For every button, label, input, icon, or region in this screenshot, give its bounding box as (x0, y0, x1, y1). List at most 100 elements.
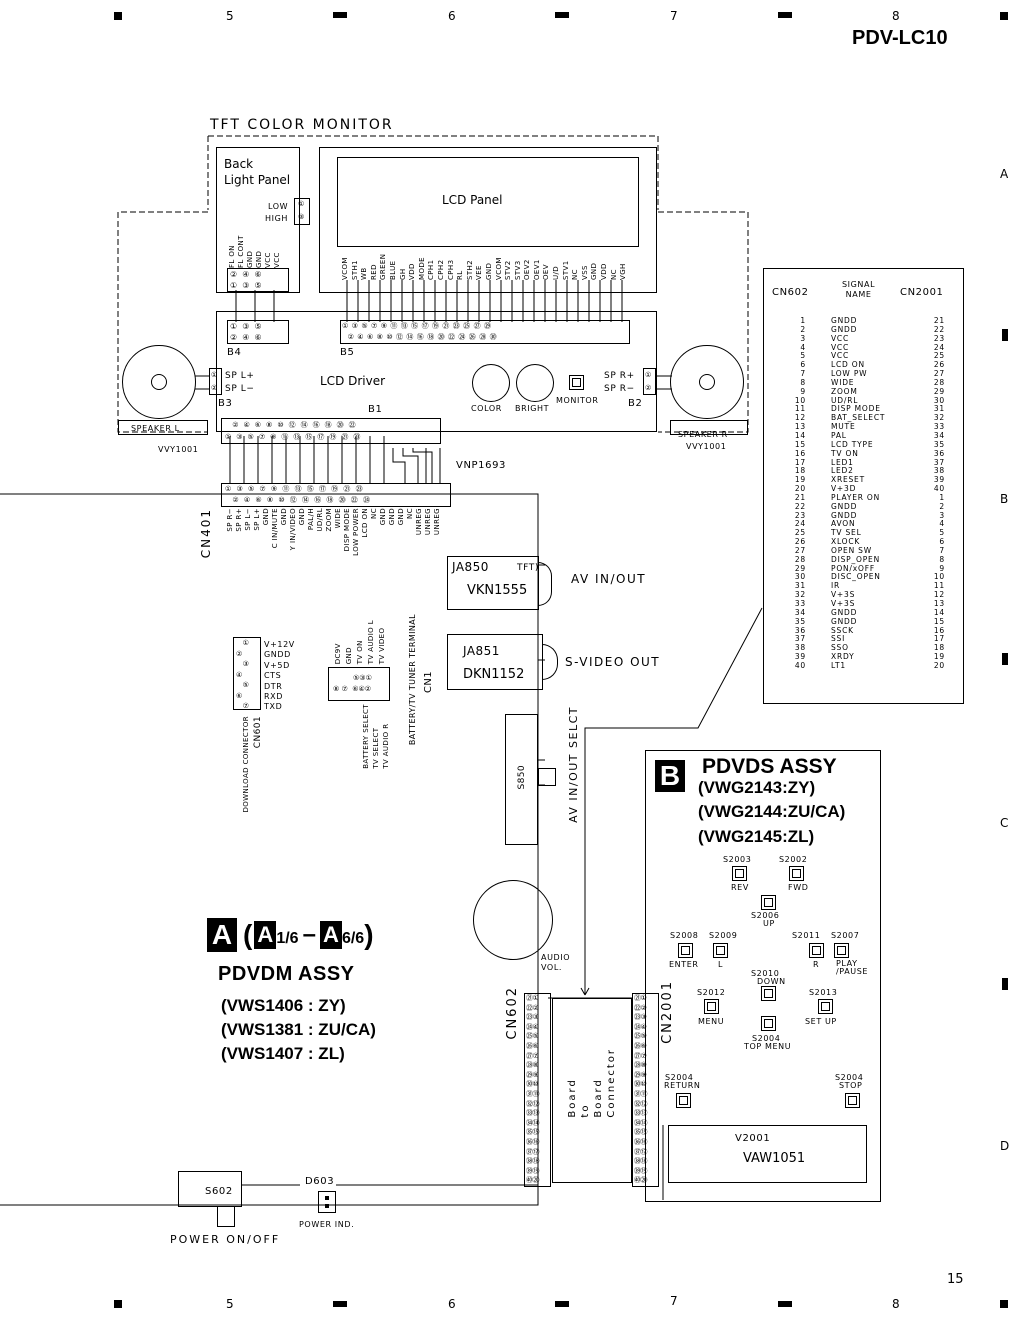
switch-ref: S2008 (670, 931, 699, 940)
lcd-driver-label: LCD Driver (320, 374, 386, 388)
cn2001-pin: 18 (933, 643, 945, 653)
signal-name: GNDD (831, 324, 858, 334)
pin-label: UNREG (433, 508, 441, 536)
switch-ref: S2007 (831, 931, 860, 940)
page-number: 15 (947, 1272, 964, 1287)
pin-label: CPH1 (427, 259, 436, 280)
switch-ref: S2012 (697, 988, 726, 997)
pin-label: VCOM (494, 257, 503, 280)
row-letter: B (1000, 492, 1009, 506)
cn2001-pin: 17 (933, 634, 945, 644)
menu-switch (704, 999, 719, 1014)
switch-ref: S2004 (752, 1034, 781, 1043)
switch-fn: PLAY /PAUSE (836, 959, 869, 976)
cn2001-pin: 27 (933, 369, 945, 379)
pin-label: WB (360, 267, 369, 280)
row-letter: C (1000, 816, 1009, 830)
signal-name: PON/xOFF (831, 563, 875, 573)
cn602-pin: 10 (794, 395, 806, 405)
enter-switch (678, 943, 693, 958)
signal-name: GNDD (831, 510, 858, 520)
column-number: 8 (892, 9, 900, 23)
pin-label: UD/RL (316, 508, 324, 532)
cn602-label: CN602 (505, 986, 520, 1040)
assy-a-badge: A (207, 918, 237, 952)
cn602-pin: 35 (794, 616, 806, 626)
sp-r-minus: SP R− (604, 384, 635, 394)
pin-label: RED (369, 264, 378, 280)
assy-b-badge: B (655, 760, 685, 792)
switch-fn: REV (731, 883, 749, 892)
cn2001-pin: 39 (933, 475, 945, 485)
assy-a-range-badge: A (319, 921, 342, 949)
ja851-function: S-VIDEO OUT (565, 655, 661, 669)
board-to-board-connector (552, 998, 632, 1183)
signal-name: SSI (831, 634, 846, 644)
cn2001-pin: 26 (933, 360, 945, 370)
column-number: 8 (892, 1297, 900, 1311)
signal-name: AVON (831, 519, 856, 529)
color-knob (472, 364, 510, 402)
signal-name: GNDD (831, 616, 858, 626)
cn602-pin: 28 (794, 554, 806, 564)
cn601-label: DOWNLOAD CONNECTOR (242, 716, 250, 813)
pin-label: GND (590, 262, 599, 280)
sp-r-plus: SP R+ (604, 371, 635, 381)
cn602-pin: 11 (794, 404, 806, 414)
speaker-l (122, 345, 196, 419)
pin-label: RXD (264, 692, 283, 702)
cn2001-pin: 25 (933, 351, 945, 361)
pin-label: VCC (273, 252, 281, 268)
lcd-pins: VCOM STH1 WB RED GREEN BLUE GH VDD MODE … (341, 232, 629, 280)
pin-label: GND (280, 508, 288, 526)
cn602-pin: 9 (800, 386, 806, 396)
pin-label: STV2 (504, 260, 513, 280)
cn602-pin: 39 (794, 652, 806, 662)
cn601-ref: CN601 (253, 716, 263, 749)
switch-fn: R (813, 960, 820, 969)
ja851-label: JA851 (463, 644, 500, 658)
frame-marker (114, 12, 122, 20)
cn602-pin: 36 (794, 625, 806, 635)
cn2001-pin: 19 (933, 652, 945, 662)
cn602-pin: 25 (794, 528, 806, 538)
pin-label: MODE (417, 257, 426, 280)
b4-label: B4 (227, 347, 242, 358)
v2001-display (668, 1125, 867, 1183)
pin-label: RL (456, 270, 465, 280)
signal-table-frame (763, 268, 964, 704)
switch-fn: TOP MENU (744, 1042, 792, 1051)
pin-label: FL CONT (237, 235, 245, 268)
ja850-jack (447, 556, 539, 610)
backlight-panel (216, 147, 300, 293)
down-switch (761, 986, 776, 1001)
pin-label: WIDE (334, 508, 342, 529)
pin-label: Y IN/VIDEO (289, 508, 297, 551)
cn602-pin: 1 (800, 316, 806, 325)
pin-label: VEE (475, 265, 484, 280)
column-number: 6 (448, 9, 456, 23)
frame-marker (1002, 653, 1008, 665)
monitor-switch (569, 375, 584, 390)
cn2001-pin: 2 (939, 501, 945, 511)
signal-name: V+3S (831, 590, 856, 600)
assy-a-range-end: 6/6 (341, 930, 365, 947)
cn602-pin: 19 (794, 475, 806, 485)
return-switch (676, 1093, 691, 1108)
low-high-connector (294, 198, 310, 225)
cn2001-pin: 1 (939, 492, 945, 502)
s850-slider (538, 768, 556, 786)
b5-label: B5 (340, 347, 355, 358)
pin-1: ① (298, 200, 305, 208)
ja851-part: DKN1152 (463, 667, 525, 682)
cn602-pin: 40 (794, 660, 806, 670)
frame-marker (1000, 1300, 1008, 1308)
